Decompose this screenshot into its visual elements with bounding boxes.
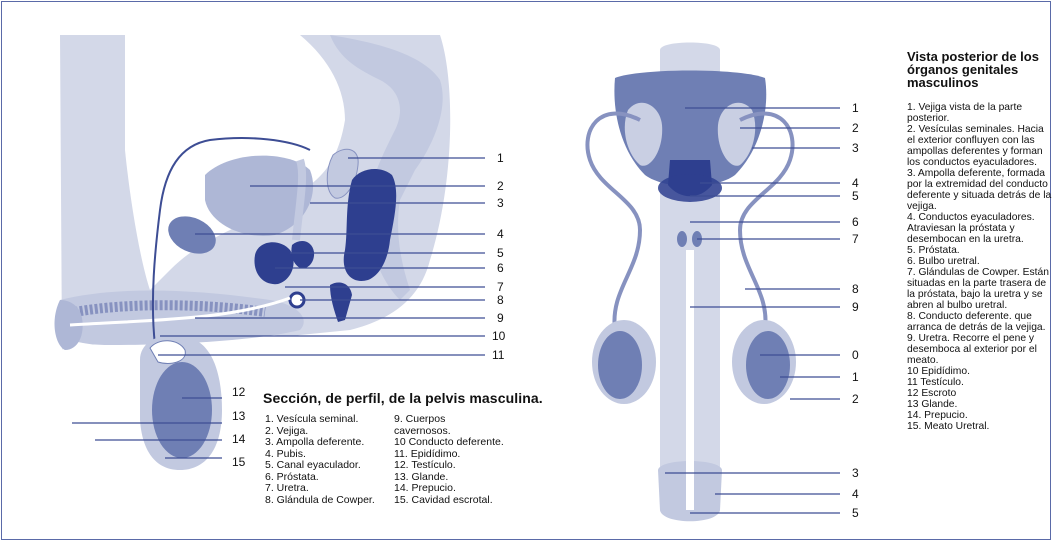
callout-number: 6	[497, 261, 504, 275]
legend-item: 3. Ampolla deferente, formada por la ext…	[907, 168, 1052, 212]
testicle-right	[746, 331, 790, 399]
callout-number: 10	[492, 329, 506, 343]
callout-number: 1	[497, 151, 504, 165]
legend-item: 10 Epidídimo.	[907, 366, 1052, 377]
legend-item: 1. Vesícula seminal.	[265, 414, 375, 426]
urethra-posterior	[686, 250, 694, 510]
legend-item: 7. Glándulas de Cowper. Están situadas e…	[907, 267, 1052, 311]
testicle	[152, 362, 212, 458]
legend-item: 5. Próstata.	[907, 245, 1052, 256]
legend-item: 5. Canal eyaculador.	[265, 460, 375, 472]
callout-number: 4	[852, 176, 859, 190]
legend-item: 8. Glándula de Cowper.	[265, 495, 375, 507]
legend-item: 1. Vejiga vista de la parte posterior.	[907, 102, 1052, 124]
legend-item: 9. Uretra. Recorre el pene y desemboca a…	[907, 333, 1052, 366]
right-callout-numbers: 123456789012345	[852, 101, 859, 520]
legend-item: 3. Ampolla deferente.	[265, 437, 375, 449]
callout-number: 12	[232, 385, 246, 399]
legend-item: 14. Prepucio.	[394, 483, 504, 495]
legend-item: 6. Bulbo uretral.	[907, 256, 1052, 267]
legend-item: 7. Uretra.	[265, 483, 375, 495]
callout-number: 8	[497, 293, 504, 307]
callout-number: 2	[852, 121, 859, 135]
callout-number: 15	[232, 455, 246, 469]
callout-number: 4	[852, 487, 859, 501]
legend-item: 15. Meato Uretral.	[907, 421, 1052, 432]
callout-number: 5	[852, 506, 859, 520]
legend-item: 4. Conductos eyaculadores. Atraviesan la…	[907, 212, 1052, 245]
legend-item: 12. Testículo.	[394, 460, 504, 472]
cowper-gland-left	[677, 231, 687, 247]
right-legend: 1. Vejiga vista de la parte posterior.2.…	[907, 102, 1052, 432]
legend-item: 15. Cavidad escrotal.	[394, 495, 504, 507]
callout-number: 0	[852, 348, 859, 362]
posterior-view-illustration	[587, 43, 796, 522]
left-legend-column-2: 9. Cuerpos cavernosos. 10 Conducto defer…	[394, 414, 504, 506]
callout-number: 2	[852, 392, 859, 406]
left-legend-column-1: 1. Vesícula seminal. 2. Vejiga. 3. Ampol…	[265, 414, 375, 506]
legend-item: 14. Prepucio.	[907, 410, 1052, 421]
callout-number: 1	[852, 370, 859, 384]
right-figure-title: Vista posterior de los órganos genitales…	[907, 50, 1052, 89]
callout-number: 1	[852, 101, 859, 115]
testicle-left	[598, 331, 642, 399]
callout-number: 5	[497, 246, 504, 260]
callout-number: 6	[852, 215, 859, 229]
callout-number: 9	[497, 311, 504, 325]
callout-number: 2	[497, 179, 504, 193]
callout-number: 7	[852, 232, 859, 246]
callout-number: 4	[497, 227, 504, 241]
legend-item: 12 Escroto	[907, 388, 1052, 399]
legend-item: 11 Testículo.	[907, 377, 1052, 388]
callout-number: 8	[852, 282, 859, 296]
legend-item: 10 Conducto deferente.	[394, 437, 504, 449]
callout-number: 5	[852, 189, 859, 203]
callout-number: 13	[232, 409, 246, 423]
left-figure-caption: Sección, de perfil, de la pelvis masculi…	[263, 390, 543, 406]
legend-item: 8. Conducto deferente. que arranca de de…	[907, 311, 1052, 333]
callout-number: 3	[497, 196, 504, 210]
legend-item: 9. Cuerpos	[394, 414, 504, 426]
callout-number: 11	[492, 348, 505, 362]
callout-number: 9	[852, 300, 859, 314]
legend-item: 13 Glande.	[907, 399, 1052, 410]
callout-number: 3	[852, 466, 859, 480]
callout-number: 3	[852, 141, 859, 155]
legend-item: 2. Vesículas seminales. Hacia el exterio…	[907, 124, 1052, 168]
callout-number: 14	[232, 432, 246, 446]
callout-number: 7	[497, 280, 504, 294]
prostate-base	[658, 174, 722, 202]
